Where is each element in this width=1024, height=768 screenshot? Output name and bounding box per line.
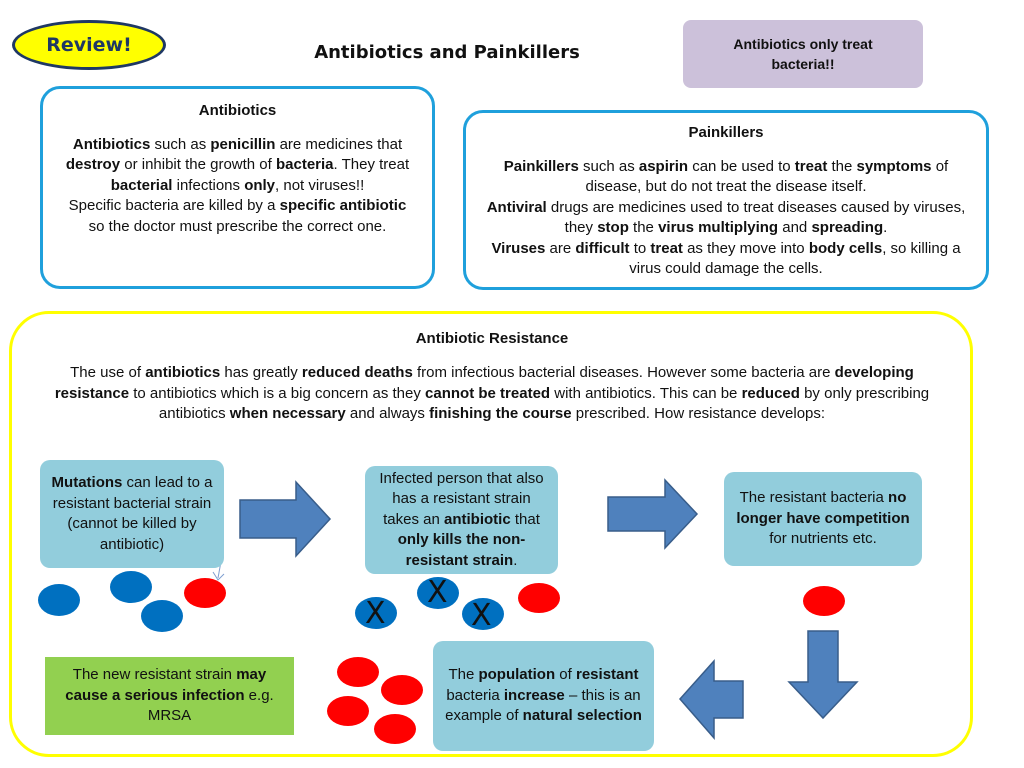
resistance-title: Antibiotic Resistance <box>415 330 569 347</box>
painkillers-card-body: Painkillers such as aspirin can be used … <box>486 157 966 278</box>
step-mutation: Mutations can lead to a resistant bacter… <box>40 460 224 568</box>
antibiotics-note: Antibiotics only treat bacteria!! <box>683 20 923 88</box>
page-title: Antibiotics and Painkillers <box>314 42 580 63</box>
step-antibiotic-treatment: Infected person that also has a resistan… <box>365 466 558 574</box>
step-serious-infection: The new resistant strain may cause a ser… <box>45 657 294 735</box>
resistance-intro: The use of antibiotics has greatly reduc… <box>54 364 930 422</box>
bacterium-blue <box>355 597 397 629</box>
bacterium-red <box>518 583 560 613</box>
bacterium-blue <box>462 598 504 630</box>
bacterium-blue <box>417 577 459 609</box>
cross-mark: X <box>427 575 448 610</box>
bacterium-red <box>381 675 423 705</box>
bacterium-red <box>327 696 369 726</box>
step-no-competition: The resistant bacteria no longer have co… <box>724 472 922 566</box>
resistance-frame <box>9 311 973 757</box>
bacterium-red <box>803 586 845 616</box>
arrow-down <box>787 630 859 720</box>
antibiotics-card-body: Antibiotics such as penicillin are medic… <box>65 135 410 235</box>
bacterium-red <box>337 657 379 687</box>
arrow-right-2 <box>607 478 699 550</box>
painkillers-card-title: Painkillers <box>688 124 764 141</box>
bacterium-blue <box>38 584 80 616</box>
bacterium-blue <box>141 600 183 632</box>
arrow-left <box>678 659 744 741</box>
antibiotics-card: Antibiotics Antibiotics such as penicill… <box>40 86 435 289</box>
bacterium-blue <box>110 571 152 603</box>
cross-mark: X <box>365 596 386 631</box>
review-badge: Review! <box>12 20 166 70</box>
bacterium-red <box>374 714 416 744</box>
bacterium-red <box>184 578 226 608</box>
cross-mark: X <box>471 598 492 633</box>
painkillers-card: Painkillers Painkillers such as aspirin … <box>463 110 989 290</box>
arrow-right-1 <box>239 480 332 558</box>
step-population-increase: The population of resistant bacteria inc… <box>433 641 654 751</box>
antibiotics-card-title: Antibiotics <box>198 102 277 119</box>
mutation-pointer-head <box>212 571 225 581</box>
